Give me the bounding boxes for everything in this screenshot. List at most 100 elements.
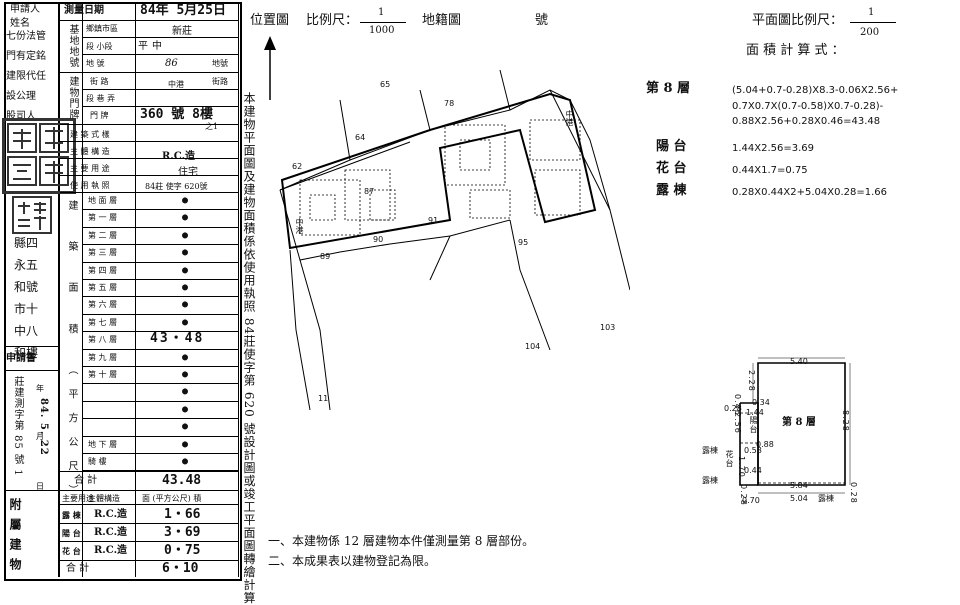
hline [4, 346, 60, 347]
street-value: 中港 [168, 80, 184, 89]
land-no-label: 地 號 [86, 59, 105, 68]
floor-area-value: ● [182, 369, 189, 380]
section-value-2: 平 [138, 41, 148, 52]
hline [4, 490, 238, 491]
main-structure-label: 主 體 構 造 [70, 147, 110, 156]
hline [82, 470, 238, 472]
plan-floor-label: 第 8 層 [782, 417, 816, 428]
total-label: 合 計 [74, 475, 98, 486]
hline [82, 37, 238, 38]
plan-dim: 8.28 [841, 410, 850, 432]
floor-label: 第 六 層 [88, 300, 118, 310]
location-scale-den: 1000 [369, 25, 395, 36]
plan-label-planter: 花台 [725, 450, 734, 468]
location-scale-num: 1 [378, 7, 385, 18]
calc-row-formula: 0.7X0.7X(0.7-0.58)X0.7-0.28)- [732, 101, 884, 112]
applicant-header: 申請人姓名 [10, 4, 40, 29]
hline [82, 435, 238, 437]
calc-row-formula: 1.44X2.56=3.69 [732, 143, 815, 154]
license-label: 使 用 執 照 [70, 181, 110, 190]
application-label: 申請書 [6, 353, 36, 364]
plan-dim: 2.56 [733, 412, 742, 434]
door-no-sub: 之1 [205, 122, 219, 131]
section-label: 段 小段 [86, 42, 113, 51]
parcel-label: 78 [444, 99, 455, 108]
hline [60, 471, 238, 472]
attached-area: 3・69 [164, 525, 201, 540]
floor-area-value: ● [182, 386, 189, 398]
floor-label: 地 下 層 [88, 439, 118, 449]
license-value: 84莊 使字 620號 [145, 182, 208, 191]
floor-area-value: ● [182, 299, 189, 311]
hline [82, 279, 238, 280]
floor-label: 第 一 層 [88, 213, 118, 223]
plan-dim: 0.70 [742, 496, 760, 505]
plan-scale-num: 1 [868, 7, 875, 18]
survey-date-value: 84年 5月25日 [140, 3, 226, 18]
attached-head-structure: 主體構造 [88, 494, 120, 503]
hline [82, 313, 238, 315]
calc-row-label: 花 台 [656, 161, 687, 176]
plan-dim: 0.58 [744, 446, 762, 455]
plan-dim: 0.46 [733, 394, 742, 416]
base-label: 基地地號 [67, 24, 78, 68]
north-arrow-icon [264, 36, 276, 100]
location-map-title: 位置圖 [250, 13, 290, 28]
floor-area-value: ● [182, 229, 189, 241]
floor-area-value: ● [182, 403, 189, 415]
attached-area: 1・66 [164, 507, 201, 522]
attached-structure: R.C.造 [94, 527, 128, 538]
floor-label: 地 面 層 [88, 196, 118, 205]
attached-area: 0・75 [164, 543, 201, 558]
hline [82, 348, 238, 350]
hline [82, 331, 238, 333]
location-scale-label: 比例尺： [306, 13, 359, 28]
col-divider-3 [135, 2, 136, 490]
calc-row-label: 露 棟 [656, 183, 687, 198]
road-label: 中港 [565, 110, 574, 126]
hline [60, 192, 238, 193]
hline [60, 141, 238, 142]
attached-structure: R.C.造 [94, 509, 128, 520]
plan-scale-den: 200 [860, 27, 880, 38]
floor-area-value: ● [182, 438, 189, 450]
parcel-label: 11 [318, 394, 329, 403]
col-divider-1 [58, 2, 60, 577]
attached-use: 陽 台 [62, 528, 81, 538]
calc-row-formula: 0.88X2.56+0.28X0.46=43.48 [732, 116, 881, 127]
cadastral-label: 地籍圖 [422, 13, 462, 28]
col-divider-2 [82, 2, 83, 490]
plan-dim: 0.28 [739, 484, 748, 506]
floor-area-value: ● [182, 282, 189, 293]
vline [82, 490, 83, 577]
hline [82, 400, 238, 402]
attached-structure: R.C.造 [94, 545, 128, 556]
hline [82, 106, 238, 107]
application-no: 莊建測字第 85 號 1 [12, 376, 23, 477]
attached-total-label: 合 計 [66, 563, 90, 574]
calc-row-label: 陽 台 [656, 139, 687, 154]
floor-area-value: ● [182, 351, 189, 363]
attached-use: 花 台 [62, 546, 81, 556]
road-label: 中港 [295, 218, 304, 234]
hline [82, 54, 238, 55]
street-suffix: 街路 [212, 77, 228, 86]
calc-title: 面 積 計 算 式 ： [746, 43, 845, 58]
county-label: 鄉鎮市區 [86, 24, 118, 33]
application-date: 84. 5. 22 [38, 398, 49, 456]
hline [60, 20, 238, 21]
total-value: 43.48 [162, 473, 202, 488]
parcel-label: 65 [380, 80, 391, 89]
plan-dim: 0.44 [744, 466, 762, 475]
land-no-value: 86 [165, 58, 178, 69]
hline [60, 124, 238, 125]
survey-date-label: 測量日期 [64, 5, 104, 16]
footnote-1: 一、本建物係 12 層建物本件僅測量第 8 層部份。 [268, 534, 535, 548]
hline [82, 261, 238, 263]
plan-dim: 1.70 [737, 456, 746, 478]
hline [82, 89, 238, 90]
parcel-label: 64 [355, 133, 366, 142]
form-frame [4, 2, 242, 581]
street-label: 街 路 [90, 77, 109, 86]
floor-plan-drawing [739, 357, 851, 494]
